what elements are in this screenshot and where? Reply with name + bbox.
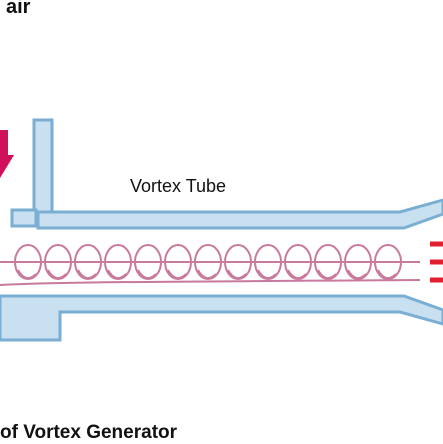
swirl-curl [167,269,187,280]
tube-lower-wall [0,294,443,342]
swirl-curl [197,269,217,280]
swirl-curl [257,269,277,280]
swirl-curl [227,269,247,280]
vortex-tube-label: Vortex Tube [130,176,227,196]
vortex-generator-label: of Vortex Generator [0,422,178,443]
swirl-curl [347,269,367,280]
swirl-curl [317,269,337,280]
inlet-left-wall [10,208,38,228]
swirl-curl [47,269,67,280]
vortex-swirl [0,244,421,286]
swirl-curl [107,269,127,280]
swirl-curl [17,269,37,280]
swirl-curl [377,269,397,280]
air-label: air [6,0,31,18]
inlet-arrow-icon [0,130,14,178]
tube-upper-wall [36,198,443,230]
swirl-curl [287,269,307,280]
swirl-curl [137,269,157,280]
swirl-curl [77,269,97,280]
exit-dashes [430,241,443,283]
